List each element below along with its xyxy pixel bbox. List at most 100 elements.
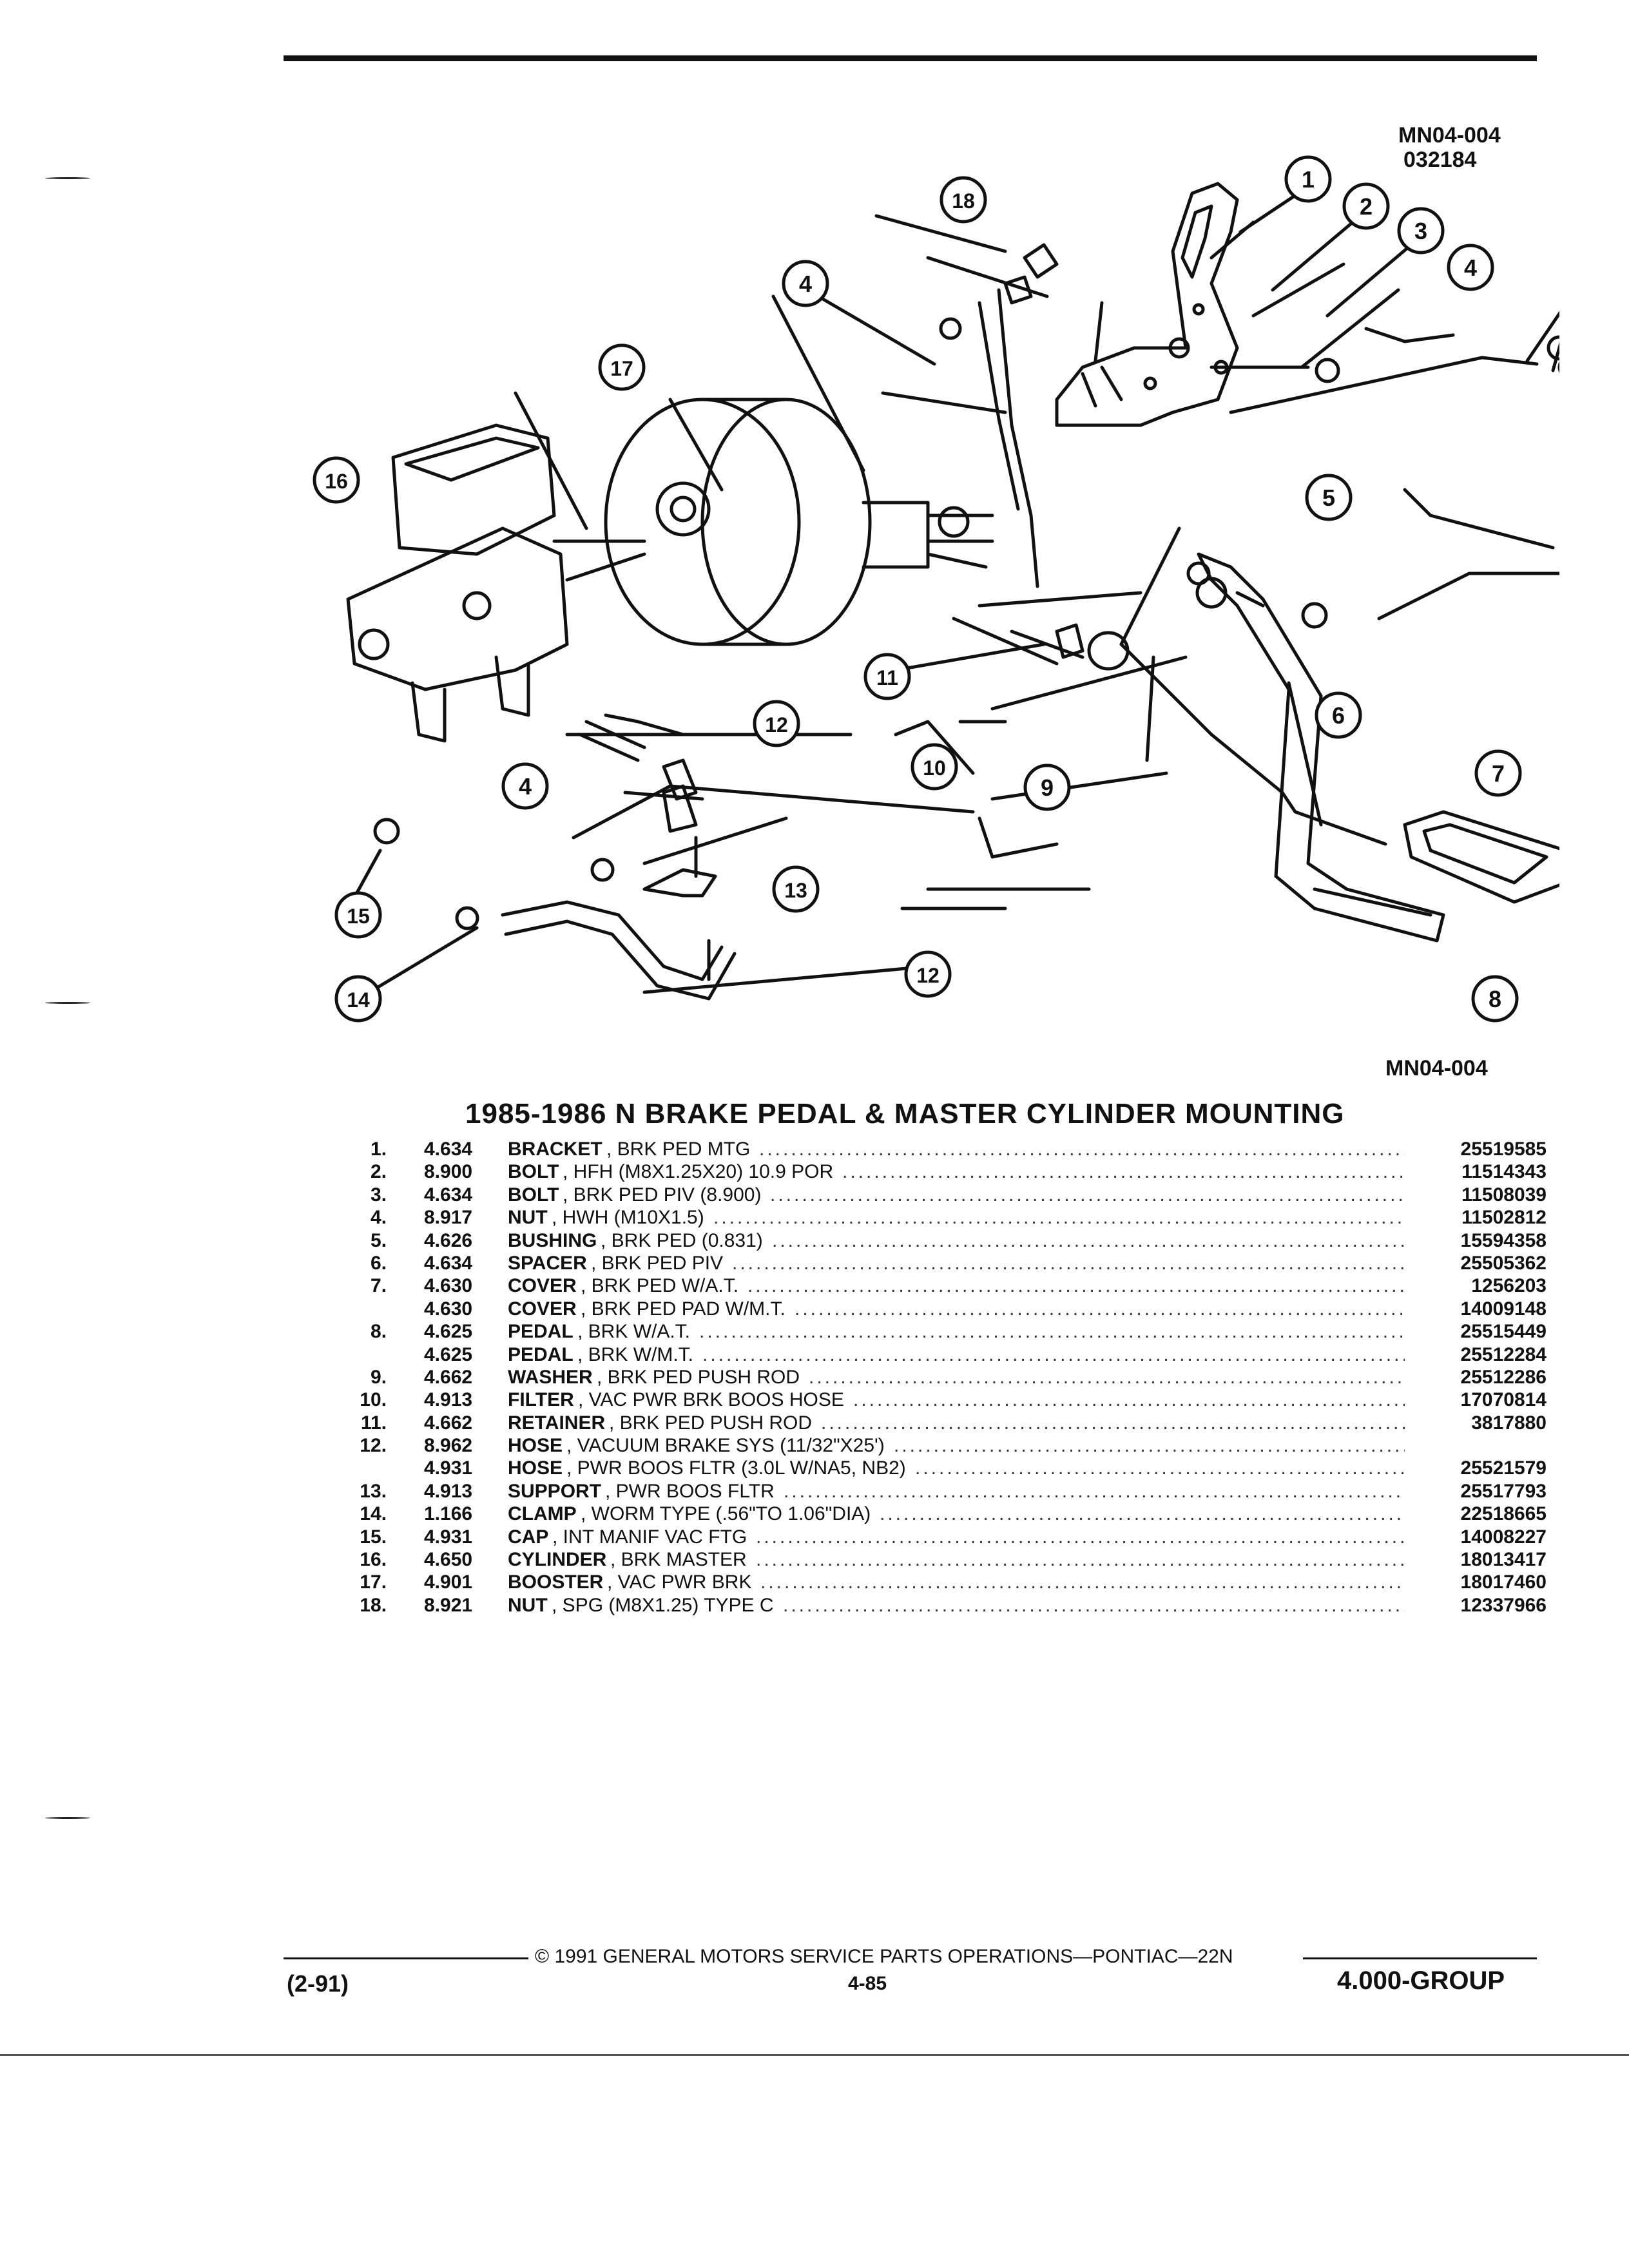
part-description: , BRK MASTER [610,1549,747,1571]
leader-dots: ........................................… [842,1161,1405,1183]
part-number: 12337966 [1460,1594,1547,1616]
group-number: 4.000-GROUP [1337,1966,1505,1995]
part-ref-number: 18. [360,1594,387,1616]
part-description: , BRK PED PIV [591,1252,724,1274]
part-name: RETAINER [508,1412,606,1434]
part-group-number: 4.626 [424,1229,473,1251]
callout-13: 13 [784,879,807,902]
page-number: 4-85 [848,1973,887,1994]
part-group-number: 1.166 [424,1503,473,1525]
part-name: BUSHING [508,1229,597,1251]
leader-dots: ........................................… [784,1480,1405,1502]
part-description: , HWH (M10X1.5) [552,1207,704,1229]
footer-rule-right [1303,1957,1537,1959]
part-name: BOLT [508,1161,559,1183]
part-description: , VACUUM BRAKE SYS (11/32"X25') [566,1435,885,1457]
pedal-drawing [1195,552,1445,943]
part-description: , PWR BOOS FLTR (3.0L W/NA5, NB2) [566,1457,906,1479]
leader-dots: ........................................… [760,1571,1405,1593]
part-group-number: 8.921 [424,1594,473,1616]
booster-drawing [552,398,994,646]
part-number: 25515449 [1460,1321,1547,1343]
callout-5: 5 [1322,485,1335,511]
top-rule [284,55,1537,61]
part-ref-number: 10. [360,1389,387,1411]
part-number: 14008227 [1460,1526,1547,1548]
leader-dots: ........................................… [732,1252,1405,1274]
part-ref-number: 16. [360,1549,387,1571]
part-number: 11514343 [1461,1161,1547,1183]
part-group-number: 8.900 [424,1161,473,1183]
part-number: 14009148 [1460,1298,1547,1320]
part-description: , BRK PED (0.831) [601,1229,763,1251]
leader-dots: ........................................… [821,1412,1405,1434]
part-number: 1256203 [1471,1275,1547,1297]
part-description: , BRK W/M.T. [577,1343,693,1365]
part-ref-number: 1. [370,1139,387,1160]
part-number: 22518665 [1460,1503,1547,1525]
callout-9: 9 [1041,774,1054,801]
leader-dots: ........................................… [770,1184,1405,1206]
part-group-number: 4.634 [424,1139,473,1160]
part-group-number: 4.630 [424,1275,473,1297]
part-name: BOLT [508,1184,559,1206]
part-name: BOOSTER [508,1571,604,1593]
part-name: SPACER [508,1252,587,1274]
part-description: , BRK PED W/A.T. [581,1275,739,1297]
part-group-number: 4.913 [424,1389,473,1411]
footer-copyright: © 1991 GENERAL MOTORS SERVICE PARTS OPER… [535,1946,1233,1968]
part-number: 17070814 [1460,1389,1547,1411]
part-description: , BRK PED PAD W/M.T. [581,1298,786,1320]
part-ref-number: 14. [360,1503,387,1525]
callout-10: 10 [923,756,946,780]
part-number: 25512286 [1460,1366,1547,1388]
part-ref-number: 6. [370,1252,387,1274]
callout-6: 6 [1332,702,1345,729]
binder-hole-mark [45,177,90,179]
part-name: HOSE [508,1435,563,1457]
part-ref-number: 13. [360,1480,387,1502]
callout-12-upper: 12 [765,713,788,736]
footer-rule-left [284,1957,528,1959]
part-ref-number: 4. [370,1207,387,1229]
leader-dots: ........................................… [702,1343,1405,1365]
callout-8: 8 [1489,986,1501,1012]
part-group-number: 4.901 [424,1571,473,1593]
callout-12-lower: 12 [916,964,940,987]
part-number: 25521579 [1460,1457,1547,1479]
part-name: SUPPORT [508,1480,602,1502]
leader-dots: ........................................… [783,1594,1405,1616]
part-description: , INT MANIF VAC FTG [552,1526,747,1548]
part-name: NUT [508,1207,548,1229]
part-description: , BRK W/A.T. [577,1321,691,1343]
leader-dots: ........................................… [795,1298,1405,1320]
part-number: 15594358 [1460,1229,1547,1251]
drawing-date-code: 032184 [1403,148,1477,172]
part-group-number: 4.931 [424,1526,473,1548]
leader-dots: ........................................… [713,1207,1405,1229]
part-number: 11508039 [1461,1184,1547,1206]
callout-17: 17 [610,357,633,380]
callout-3: 3 [1414,218,1427,244]
leader-dots: ........................................… [756,1549,1405,1571]
part-description: , BRK PED MTG [606,1139,751,1160]
leader-dots: ........................................… [880,1503,1405,1525]
part-name: CYLINDER [508,1549,607,1571]
part-group-number: 4.625 [424,1321,473,1343]
callout-11: 11 [876,666,898,689]
part-ref-number: 3. [370,1184,387,1206]
